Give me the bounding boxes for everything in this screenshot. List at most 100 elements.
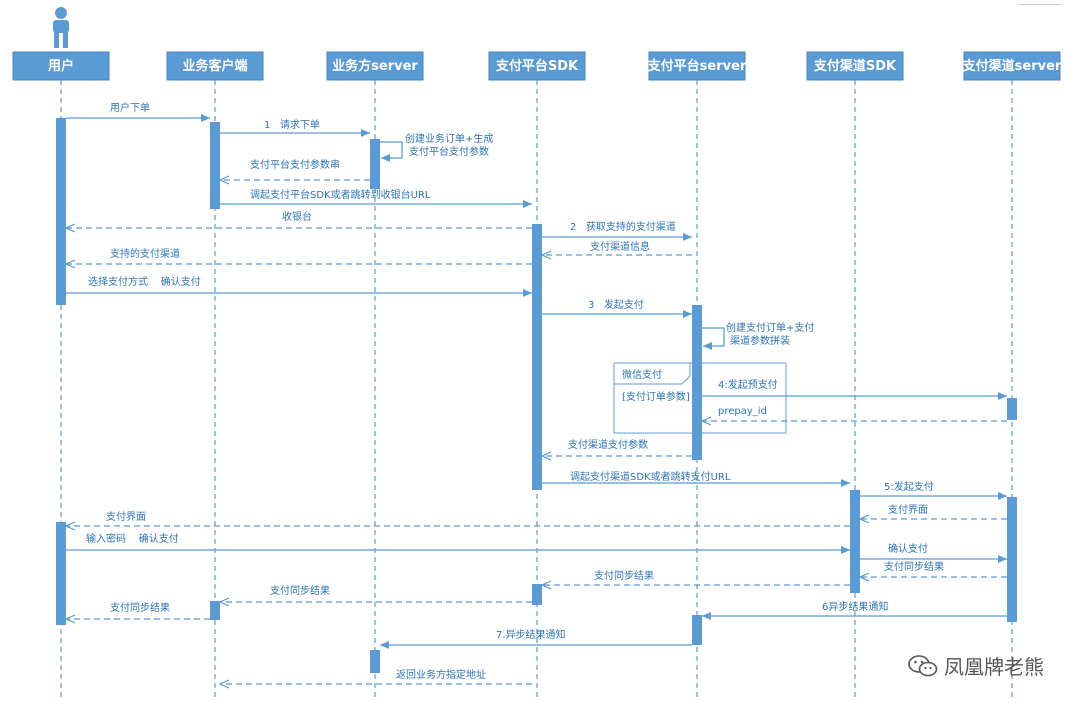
message-5: 调起支付平台SDK或者跳转到收银台URL xyxy=(220,188,532,208)
message-label: 收银台 xyxy=(282,210,312,223)
message-label: 用户下单 xyxy=(110,101,150,114)
message-11: 3 发起支付 xyxy=(542,298,692,318)
message-20: 输入密码 确认支付 xyxy=(66,532,850,554)
message-28: 返回业务方指定地址 xyxy=(220,668,532,684)
message-label: 选择支付方式 确认支付 xyxy=(88,275,201,288)
message-label: 支持的支付渠道 xyxy=(110,247,180,260)
activation-chanserver xyxy=(1007,497,1017,622)
message-7: 2 获取支持的支付渠道 xyxy=(542,220,692,241)
message-23: 支付同步结果 xyxy=(542,569,850,585)
message-label: 创建业务订单+生成支付平台支付参数 xyxy=(405,132,493,158)
participant-bizserver: 业务方server xyxy=(326,51,424,81)
message-label: 支付同步结果 xyxy=(884,560,944,573)
participant-box xyxy=(488,51,586,81)
activation-paysdk xyxy=(532,584,542,605)
message-24: 支付同步结果 xyxy=(220,584,532,602)
activation-client xyxy=(210,601,220,620)
message-label: 调起支付平台SDK或者跳转到收银台URL xyxy=(250,188,431,201)
activation-bizserver xyxy=(370,650,380,673)
self-message-arrow xyxy=(380,141,403,162)
message-label: 输入密码 确认支付 xyxy=(86,532,179,545)
message-14: prepay_id xyxy=(702,406,1007,421)
participant-label: 业务客户端 xyxy=(182,58,247,74)
participant-box xyxy=(326,51,424,81)
message-label: 支付同步结果 xyxy=(594,569,654,582)
wechat-icon xyxy=(908,654,938,676)
message-label: 返回业务方指定地址 xyxy=(396,668,486,681)
message-3: 创建业务订单+生成支付平台支付参数 xyxy=(380,132,493,162)
message-label: 调起支付渠道SDK或者跳转支付URL xyxy=(570,470,731,483)
message-label: 6异步结果通知 xyxy=(822,600,888,613)
message-label: 支付同步结果 xyxy=(110,601,170,614)
message-8: 支付渠道信息 xyxy=(542,240,692,255)
message-label: 5:发起支付 xyxy=(884,480,934,493)
activation-bizserver xyxy=(370,139,380,189)
fragment-guard: [支付订单参数] xyxy=(622,390,690,403)
fragment-label: 微信支付 xyxy=(622,368,662,381)
participant-chansdk: 支付渠道SDK xyxy=(806,51,904,81)
activation-payserver xyxy=(692,615,702,645)
message-label: 4:发起预支付 xyxy=(718,378,778,391)
message-6: 收银台 xyxy=(66,210,532,228)
actor-icon xyxy=(53,7,69,48)
self-message-arrow xyxy=(702,327,725,350)
participant-label: 支付渠道SDK xyxy=(813,58,897,74)
message-label: 支付渠道支付参数 xyxy=(568,438,648,451)
message-label: 创建支付订单+支付渠道参数拼装 xyxy=(726,321,814,347)
message-19: 支付界面 xyxy=(66,510,850,526)
message-10: 选择支付方式 确认支付 xyxy=(66,275,532,297)
activation-payserver xyxy=(692,305,702,460)
participant-box xyxy=(963,51,1061,81)
message-label: 3 发起支付 xyxy=(588,298,644,311)
message-label: prepay_id xyxy=(718,406,767,417)
activation-chanserver xyxy=(1007,398,1017,420)
participant-paysdk: 支付平台SDK xyxy=(488,51,586,81)
fragment-frame: 微信支付 [支付订单参数] xyxy=(613,362,787,434)
participant-box xyxy=(166,51,264,81)
participant-user: 用户 xyxy=(12,51,110,81)
message-4: 支付平台支付参数串 xyxy=(220,158,370,180)
participant-label: 业务方server xyxy=(332,58,418,74)
participant-box xyxy=(648,51,746,81)
participant-box xyxy=(12,51,110,81)
participant-label: 支付平台SDK xyxy=(495,58,579,74)
message-2: 1 请求下单 xyxy=(220,118,370,137)
message-9: 支持的支付渠道 xyxy=(66,247,532,264)
message-17: 5:发起支付 xyxy=(860,480,1007,500)
message-25: 支付同步结果 xyxy=(66,601,210,619)
watermark-text: 凤凰牌老熊 xyxy=(944,655,1044,679)
message-label: 确认支付 xyxy=(888,542,928,555)
activation-user xyxy=(56,118,66,305)
message-label: 支付平台支付参数串 xyxy=(250,158,340,171)
corner-mark xyxy=(1018,0,1062,5)
message-label: 支付同步结果 xyxy=(270,584,330,597)
message-26: 6异步结果通知 xyxy=(702,600,1007,620)
message-label: 支付界面 xyxy=(106,510,146,523)
activation-chansdk xyxy=(850,490,860,593)
participant-label: 用户 xyxy=(47,58,74,74)
message-18: 支付界面 xyxy=(860,503,1007,519)
activation-client xyxy=(210,122,220,209)
message-label: 2 获取支持的支付渠道 xyxy=(570,220,676,233)
message-27: 7.异步结果通知 xyxy=(380,628,692,649)
message-1: 用户下单 xyxy=(66,101,210,122)
participant-payserver: 支付平台server xyxy=(647,51,747,81)
participant-client: 业务客户端 xyxy=(166,51,264,81)
message-16: 调起支付渠道SDK或者跳转支付URL xyxy=(542,470,850,487)
message-13: 4:发起预支付 xyxy=(702,378,1007,400)
participant-label: 支付渠道server xyxy=(962,58,1062,74)
message-22: 支付同步结果 xyxy=(860,560,1007,577)
participant-chanserver: 支付渠道server xyxy=(962,51,1062,81)
message-label: 1 请求下单 xyxy=(264,118,320,131)
message-label: 支付渠道信息 xyxy=(590,240,650,253)
watermark: 凤凰牌老熊 xyxy=(908,651,1044,680)
participant-label: 支付平台server xyxy=(647,58,747,74)
message-label: 7.异步结果通知 xyxy=(496,628,566,641)
activation-paysdk xyxy=(532,224,542,490)
message-21: 确认支付 xyxy=(860,542,1007,563)
message-15: 支付渠道支付参数 xyxy=(542,438,692,456)
participant-box xyxy=(806,51,904,81)
message-label: 支付界面 xyxy=(888,503,928,516)
activation-user xyxy=(56,522,66,625)
